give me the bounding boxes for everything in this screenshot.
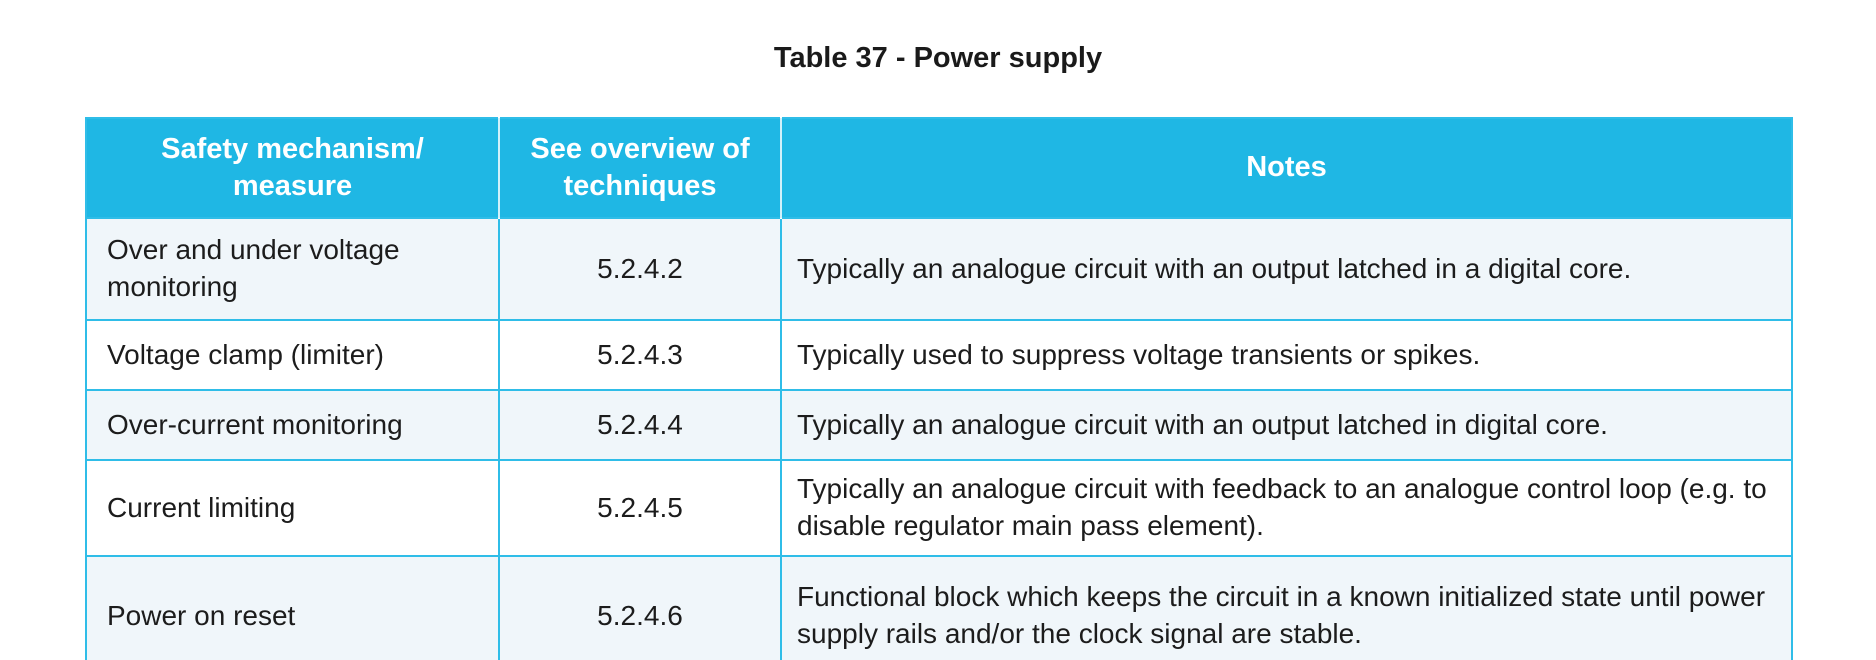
table-row: Over and under voltage monitoring 5.2.4.…	[85, 217, 1793, 321]
cell-technique: 5.2.4.2	[498, 217, 782, 321]
header-cell-safety-mechanism: Safety mechanism/ measure	[86, 118, 499, 218]
table-row: Over-current monitoring 5.2.4.4 Typicall…	[85, 389, 1793, 461]
header-cell-see-overview: See overview of techniques	[498, 118, 781, 218]
table-header-row: Safety mechanism/ measure See overview o…	[86, 118, 1792, 218]
header-line: Notes	[1246, 151, 1327, 184]
header-line: techniques	[563, 170, 717, 202]
cell-technique: 5.2.4.3	[498, 319, 782, 391]
cell-notes: Typically used to suppress voltage trans…	[780, 319, 1793, 391]
cell-mechanism: Over and under voltage monitoring	[85, 217, 500, 321]
cell-technique: 5.2.4.4	[498, 389, 782, 461]
cell-technique: 5.2.4.6	[498, 555, 782, 660]
power-supply-table: Safety mechanism/ measure See overview o…	[85, 117, 1793, 660]
header-line: Safety mechanism/	[161, 132, 424, 165]
header-cell-notes: Notes	[780, 118, 1792, 218]
cell-mechanism: Over-current monitoring	[85, 389, 500, 461]
table-row: Current limiting 5.2.4.5 Typically an an…	[85, 459, 1793, 557]
cell-notes: Typically an analogue circuit with feedb…	[780, 459, 1793, 557]
header-line: measure	[232, 170, 353, 202]
cell-notes: Typically an analogue circuit with an ou…	[780, 217, 1793, 321]
cell-technique: 5.2.4.5	[498, 459, 782, 557]
cell-notes: Functional block which keeps the circuit…	[780, 555, 1793, 660]
header-line: See overview of	[530, 132, 750, 165]
table-row: Voltage clamp (limiter) 5.2.4.3 Typicall…	[85, 319, 1793, 391]
cell-notes: Typically an analogue circuit with an ou…	[780, 389, 1793, 461]
cell-mechanism: Voltage clamp (limiter)	[85, 319, 500, 391]
table-title: Table 37 - Power supply	[773, 42, 1103, 74]
table-row: Power on reset 5.2.4.6 Functional block …	[85, 555, 1793, 660]
cell-mechanism: Current limiting	[85, 459, 500, 557]
cell-mechanism: Power on reset	[85, 555, 500, 660]
